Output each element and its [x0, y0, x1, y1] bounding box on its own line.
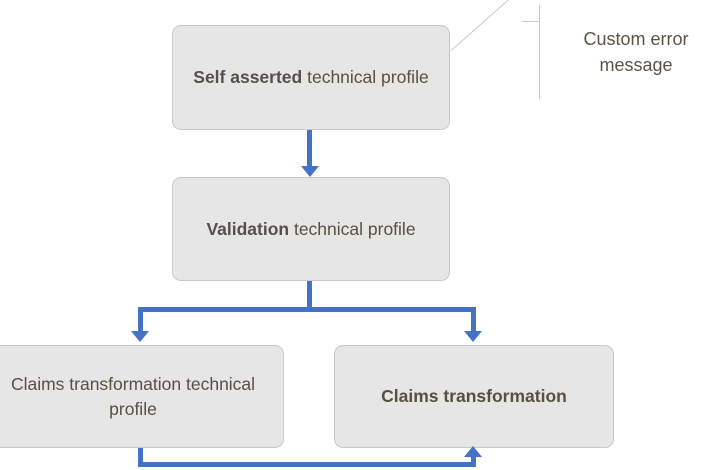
connector-validation-to-claims-transformation [471, 307, 476, 333]
arrowhead-down-icon [301, 166, 319, 177]
arrowhead-up-icon [464, 446, 482, 457]
node-label: Validation technical profile [206, 217, 415, 242]
node-self-asserted-technical-profile[interactable]: Self asserted technical profile [172, 25, 450, 130]
callout-bracket-bar [539, 5, 540, 99]
node-label-bold: Self asserted [193, 67, 303, 88]
node-label-rest: technical profile [302, 67, 429, 88]
callout-leader-diagonal [451, 0, 524, 51]
node-claims-transformation[interactable]: Claims transformation [334, 345, 614, 448]
callout-leader-horizontal [522, 21, 540, 22]
node-label: Self asserted technical profile [193, 65, 428, 90]
node-label: Claims transformation technical profile [10, 373, 256, 419]
connector-validation-stem [307, 281, 312, 312]
node-label-rest: technical profile [289, 218, 416, 239]
callout-label-custom-error-message: Custom error message [583, 29, 689, 76]
connector-feedback-bus [138, 462, 476, 467]
connector-feedback-drop [138, 448, 143, 467]
connector-self-asserted-to-validation [307, 130, 312, 166]
connector-feedback-rise [471, 457, 476, 467]
node-label: Claims transformation [381, 386, 567, 407]
arrowhead-down-icon [464, 331, 482, 342]
node-claims-transformation-technical-profile[interactable]: Claims transformation technical profile [0, 345, 284, 448]
connector-validation-to-claims-transformation-technical-profile [138, 307, 143, 333]
node-label-bold: Validation [206, 218, 290, 239]
node-validation-technical-profile[interactable]: Validation technical profile [172, 177, 450, 281]
connector-validation-branch-bus [138, 307, 476, 312]
arrowhead-down-icon [131, 331, 149, 342]
